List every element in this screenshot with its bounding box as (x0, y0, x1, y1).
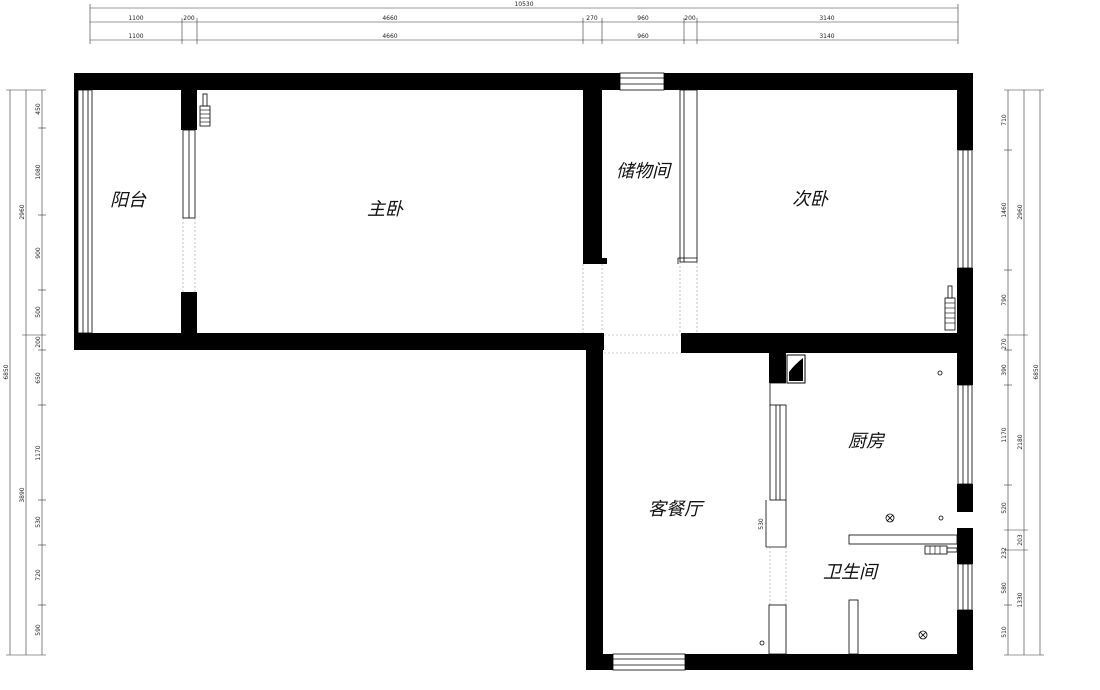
radiator-icon-bathroom (924, 545, 958, 555)
left-dimension-lines (6, 89, 46, 656)
floor-drain-icon (885, 513, 928, 640)
dim-top-6: 200 (684, 15, 696, 22)
walls (74, 73, 973, 670)
radiator-icon-second-bedroom (944, 285, 956, 331)
dim-right-6: 1170 (1001, 427, 1008, 442)
dim-left-mid-upper: 2960 (19, 204, 26, 219)
dim-right-2: 1460 (1001, 202, 1008, 217)
dim-left-3: 900 (35, 247, 42, 259)
dim-right-8: 232 (1001, 547, 1008, 559)
dim-right-mid-4: 1330 (1017, 592, 1024, 607)
dim-right-10: 510 (1001, 626, 1008, 638)
dim-right-mid-2: 2180 (1017, 434, 1024, 449)
dim-top-3: 4660 (382, 15, 397, 22)
dim-top-4: 270 (586, 15, 598, 22)
dim-left-7: 1170 (35, 445, 42, 460)
dim-top-total: 10530 (514, 1, 533, 8)
dim-top-2: 200 (183, 15, 195, 22)
radiator-icon (199, 93, 211, 127)
room-label-second-bedroom: 次卧 (792, 189, 829, 210)
dim-left-2: 1080 (35, 164, 42, 179)
dim-top-7: 3140 (819, 15, 834, 22)
dim-interior-partition: 530 (758, 518, 765, 530)
right-dimension-lines (1004, 89, 1044, 656)
top-dimension-lines (89, 4, 959, 44)
dim-left-5: 200 (35, 336, 42, 348)
dim-left-9: 720 (35, 569, 42, 581)
dim-top-b4: 3140 (819, 33, 834, 40)
room-label-balcony: 阳台 (110, 190, 147, 211)
dim-right-3: 790 (1001, 294, 1008, 306)
room-label-bathroom: 卫生间 (823, 562, 879, 583)
dim-left-mid-lower: 3890 (19, 487, 26, 502)
dim-left-4: 500 (35, 306, 42, 318)
dim-top-b1: 1100 (128, 33, 143, 40)
room-label-kitchen: 厨房 (848, 431, 886, 452)
dim-top-1: 1100 (128, 15, 143, 22)
dim-top-5: 960 (637, 15, 649, 22)
dim-left-1: 450 (35, 103, 42, 115)
flue-icon (786, 354, 806, 384)
dim-right-4: 270 (1001, 338, 1008, 350)
dim-top-b3: 960 (637, 33, 649, 40)
dim-right-mid-1: 2960 (1017, 204, 1024, 219)
dim-left-8: 530 (35, 516, 42, 528)
dim-left-outer: 6850 (3, 364, 10, 379)
room-label-storage: 储物间 (616, 161, 672, 182)
room-label-living-dining: 客餐厅 (648, 499, 705, 520)
dim-right-1: 710 (1001, 114, 1008, 126)
room-label-master-bedroom: 主卧 (367, 199, 404, 220)
dim-right-mid-3: 203 (1017, 534, 1024, 546)
pipe-icon (759, 370, 944, 646)
dim-right-outer: 6850 (1033, 364, 1040, 379)
dim-top-b2: 4660 (382, 33, 397, 40)
dim-left-10: 590 (35, 624, 42, 636)
dim-right-9: 580 (1001, 582, 1008, 594)
dim-right-7: 520 (1001, 502, 1008, 514)
dim-right-5: 390 (1001, 364, 1008, 376)
dim-left-6: 650 (35, 372, 42, 384)
windows (77, 72, 973, 671)
